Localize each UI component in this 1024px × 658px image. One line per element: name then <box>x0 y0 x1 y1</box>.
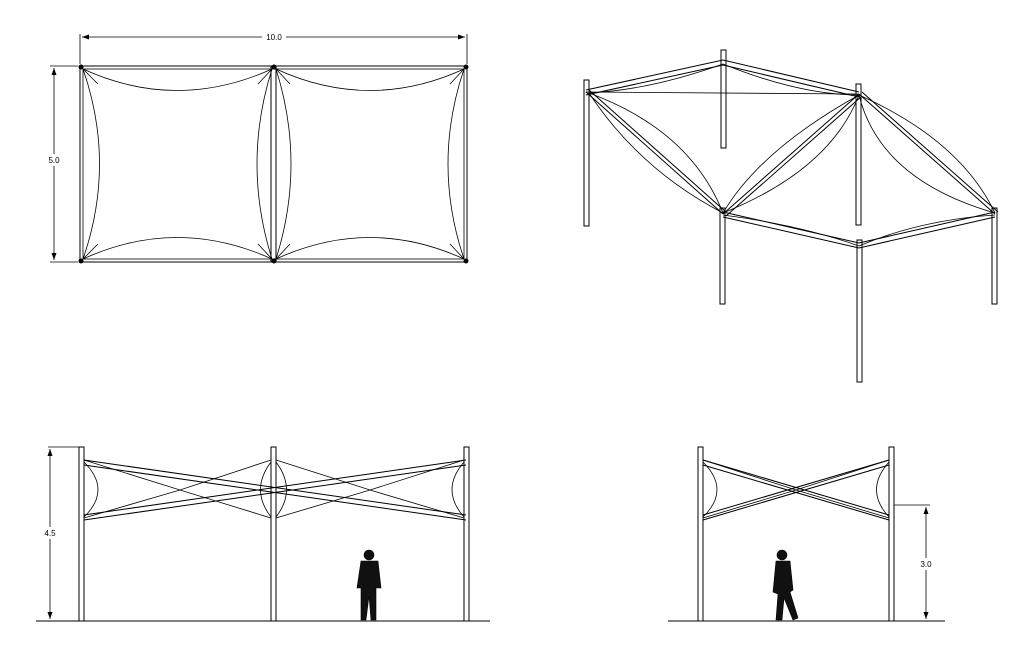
iso-sail-curves <box>588 63 996 247</box>
plan-depth-label: 5.0 <box>48 156 60 165</box>
iso-poles <box>583 49 998 383</box>
plan-width-label: 10.0 <box>266 33 282 42</box>
side-human-figure <box>772 549 799 621</box>
front-human-figure <box>356 549 382 621</box>
plan-frame <box>79 65 468 263</box>
front-elevation: 4.5 <box>36 446 490 622</box>
front-height-label: 4.5 <box>44 529 56 538</box>
side-poles <box>697 446 895 622</box>
front-sail-lobes <box>83 461 465 518</box>
plan-posts <box>78 64 469 264</box>
side-height-label: 3.0 <box>920 560 932 569</box>
front-cross-beams <box>83 459 467 521</box>
side-cross-beams <box>702 459 890 521</box>
plan-view: 10.0 5.0 <box>44 32 469 264</box>
plan-sail-curves <box>82 68 465 260</box>
side-height-dimension: 3.0 <box>894 504 936 619</box>
front-poles <box>78 446 470 622</box>
plan-depth-dimension: 5.0 <box>44 65 78 263</box>
front-height-dimension: 4.5 <box>40 446 79 619</box>
side-elevation: 3.0 <box>668 446 945 622</box>
plan-width-dimension: 10.0 <box>79 32 468 64</box>
isometric-view <box>583 49 999 383</box>
side-sail-lobes <box>702 461 890 518</box>
iso-beams <box>585 59 999 249</box>
